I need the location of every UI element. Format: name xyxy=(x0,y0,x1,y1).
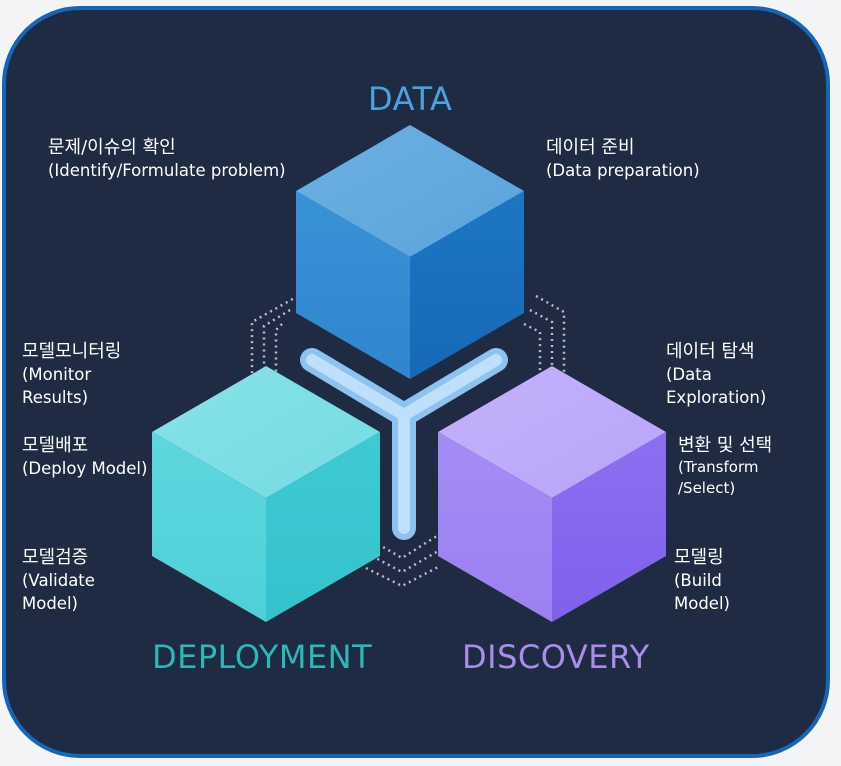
dotted-hex-outline xyxy=(250,294,566,588)
validate-model-en-line1: (Validate xyxy=(22,571,95,590)
identify-problem-ko: 문제/이슈의 확인 xyxy=(48,137,176,158)
cube-diagram xyxy=(152,125,666,622)
validate-model-ko: 모델검증 xyxy=(22,547,89,568)
diagram-frame: DATA DEPLOYMENT DISCOVERY 문제/이슈의 확인 (Ide… xyxy=(2,6,830,758)
monitor-results-en-line2: Results) xyxy=(22,388,89,407)
deploy-model-label: 모델배포 (Deploy Model) xyxy=(22,434,147,480)
validate-model-label: 모델검증 (Validate Model) xyxy=(22,546,95,615)
data-preparation-ko: 데이터 준비 xyxy=(546,137,635,158)
identify-problem-label: 문제/이슈의 확인 (Identify/Formulate problem) xyxy=(48,136,286,182)
data-preparation-en: (Data preparation) xyxy=(546,161,700,180)
y-connector xyxy=(300,348,508,540)
validate-model-en-line2: Model) xyxy=(22,594,78,613)
deploy-model-en: (Deploy Model) xyxy=(22,459,148,478)
discovery-cube xyxy=(438,366,666,622)
data-exploration-en-line1: (Data xyxy=(666,365,712,384)
deploy-model-ko: 모델배포 xyxy=(22,435,89,456)
data-preparation-label: 데이터 준비 (Data preparation) xyxy=(546,136,700,182)
deployment-cube xyxy=(152,366,380,622)
transform-select-label: 변환 및 선택 (Transform /Select) xyxy=(678,434,772,499)
deployment-title: DEPLOYMENT xyxy=(152,638,373,676)
data-exploration-ko: 데이터 탐색 xyxy=(666,341,755,362)
build-model-en-line1: (Build xyxy=(674,571,722,590)
transform-select-en-line2: /Select) xyxy=(678,479,736,497)
monitor-results-label: 모델모니터링 (Monitor Results) xyxy=(22,340,121,409)
data-title: DATA xyxy=(368,80,453,118)
transform-select-en-line1: (Transform xyxy=(678,458,759,476)
data-exploration-label: 데이터 탐색 (Data Exploration) xyxy=(666,340,766,409)
data-exploration-en-line2: Exploration) xyxy=(666,388,767,407)
monitor-results-en-line1: (Monitor xyxy=(22,365,92,384)
build-model-en-line2: Model) xyxy=(674,594,730,613)
transform-select-ko: 변환 및 선택 xyxy=(678,435,773,456)
build-model-label: 모델링 (Build Model) xyxy=(674,546,730,615)
identify-problem-en: (Identify/Formulate problem) xyxy=(48,161,286,180)
discovery-title: DISCOVERY xyxy=(462,638,650,676)
data-cube xyxy=(296,125,524,379)
build-model-ko: 모델링 xyxy=(674,547,724,568)
monitor-results-ko: 모델모니터링 xyxy=(22,341,122,362)
